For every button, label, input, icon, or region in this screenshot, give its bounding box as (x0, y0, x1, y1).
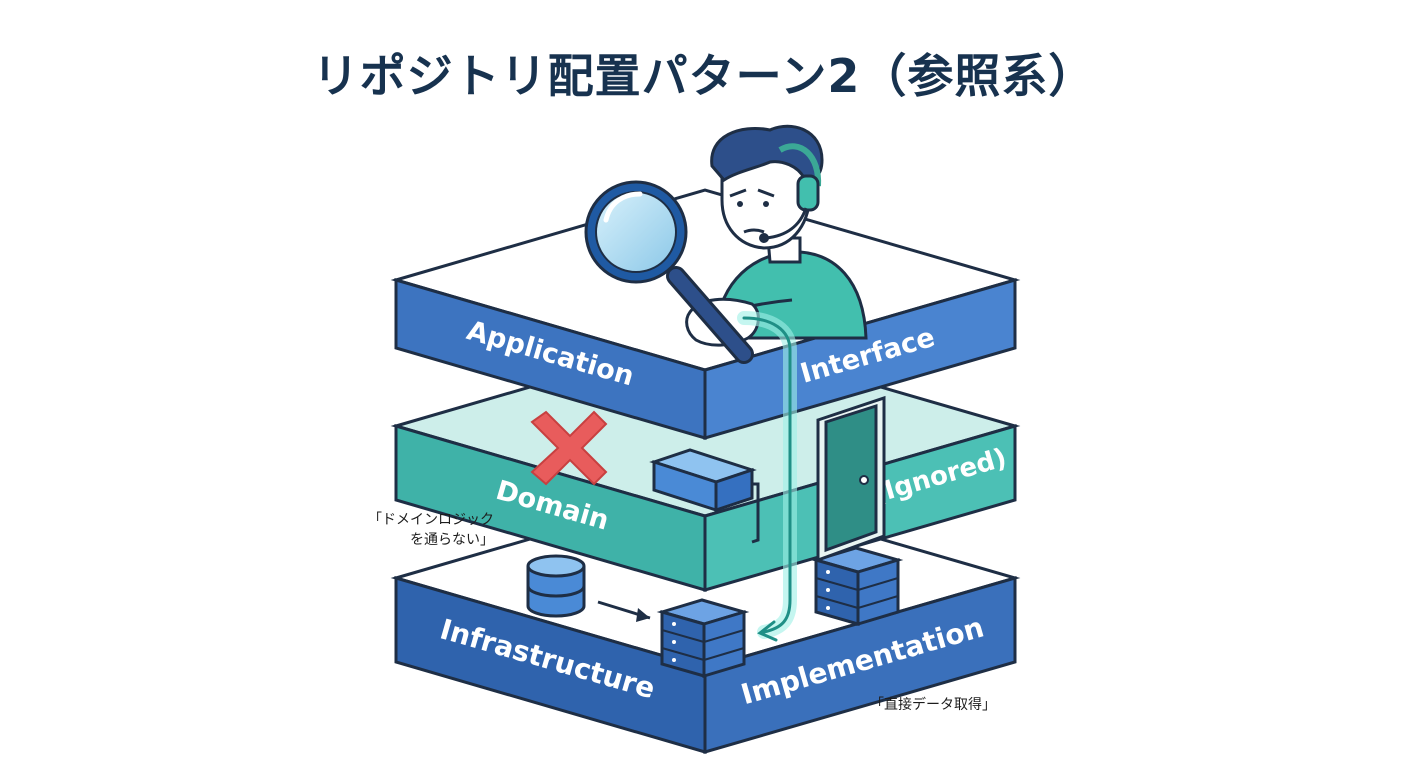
cross-icon (530, 410, 608, 486)
headset-icon (759, 143, 822, 243)
domain-bypass-note-line1: 「ドメインロジック (368, 512, 494, 528)
database-icon (526, 554, 586, 618)
server-icon (656, 598, 750, 679)
domain-block-icon (649, 448, 760, 544)
arrow-head-icon (757, 620, 778, 642)
page-title: リポジトリ配置パターン2（参照系） (312, 49, 1096, 103)
domain-bypass-note-line2: を通らない」 (410, 532, 494, 548)
direct-access-path (737, 311, 797, 642)
domain-bypass-note: 「ドメインロジック を通らない」 (344, 510, 494, 550)
door-icon (816, 395, 886, 563)
server-icon (810, 546, 904, 627)
direct-fetch-note: 「直接データ取得」 (870, 697, 996, 713)
top-layer: Application Interface (390, 188, 1021, 440)
magnifying-glass-icon (584, 180, 754, 364)
arrow-right-icon (597, 600, 651, 622)
